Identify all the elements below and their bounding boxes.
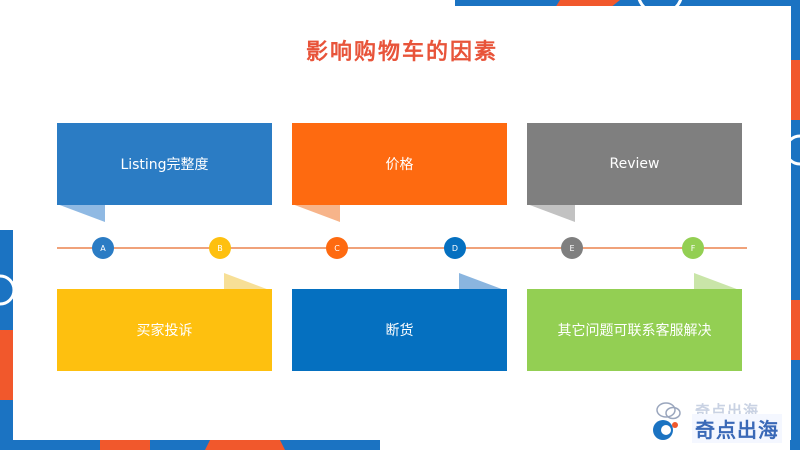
slide: 影响购物车的因素 Listing完整度 价格 Review A B C D E … [13, 6, 791, 440]
timeline-node-e: E [561, 237, 583, 259]
card-tail-2 [527, 204, 575, 222]
factor-card-review: Review [527, 123, 742, 205]
slide-title: 影响购物车的因素 [305, 40, 498, 65]
timeline-node-f: F [682, 237, 704, 259]
factor-card-price: 价格 [292, 123, 507, 205]
timeline-line [57, 247, 747, 249]
factor-label: 断货 [385, 323, 414, 339]
node-letter: A [100, 243, 106, 253]
node-letter: D [451, 243, 459, 253]
card-tail-3 [224, 273, 272, 291]
brand-logo-icon [653, 420, 678, 440]
factor-label: 买家投诉 [136, 323, 193, 339]
factor-card-other: 其它问题可联系客服解决 [527, 289, 742, 371]
factor-card-complaints: 买家投诉 [57, 289, 272, 371]
card-tail-0 [57, 204, 105, 222]
watermark-brand-text: 奇点出海 [692, 414, 782, 443]
node-letter: B [217, 243, 223, 253]
factor-label: Listing完整度 [120, 157, 209, 173]
wechat-icon [656, 402, 681, 420]
timeline-node-c: C [326, 237, 348, 259]
timeline-node-b: B [209, 237, 231, 259]
node-letter: E [569, 243, 575, 253]
node-letter: F [690, 243, 696, 253]
factor-card-out-of-stock: 断货 [292, 289, 507, 371]
factor-card-listing: Listing完整度 [57, 123, 272, 205]
factor-label: Review [609, 156, 660, 172]
card-tail-5 [694, 273, 742, 291]
card-tail-1 [292, 204, 340, 222]
card-tail-4 [459, 273, 507, 291]
timeline-node-d: D [444, 237, 466, 259]
factor-label: 价格 [385, 157, 414, 173]
factor-label: 其它问题可联系客服解决 [557, 323, 712, 339]
timeline-node-a: A [92, 237, 114, 259]
node-letter: C [334, 243, 340, 253]
